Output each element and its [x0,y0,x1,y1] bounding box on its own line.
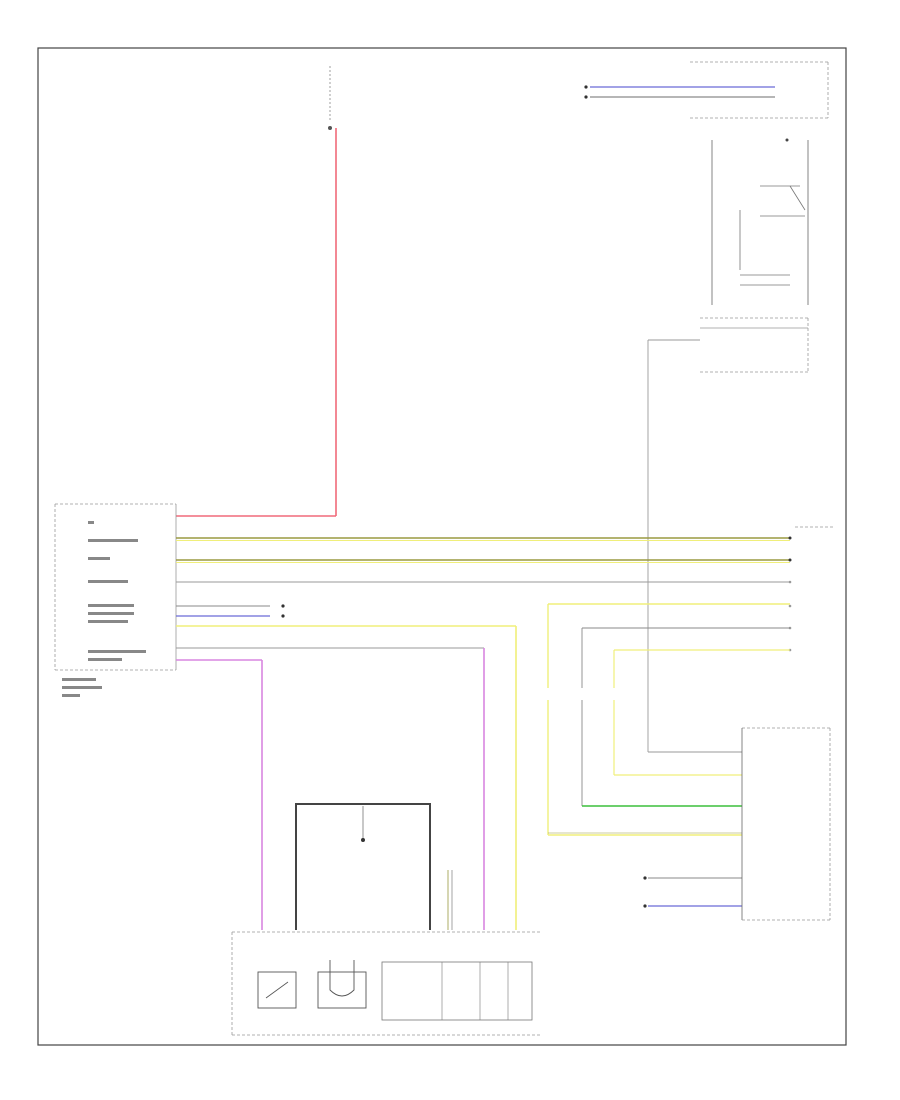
diagram-frame [37,47,847,1046]
bcm-pin-labels [62,521,146,697]
engine-control-module [741,727,831,921]
switch-icon [257,971,297,1009]
transmission-assembly [690,61,829,373]
shift-lever [231,803,540,1036]
power-feed [176,62,337,517]
solenoid-icon [317,971,367,1009]
splice-dot [328,126,332,130]
body-control-module [54,503,177,697]
bcm-bus-wires [176,537,790,930]
top-right-pair [584,85,775,99]
ecm-wires [542,603,790,908]
led-block [381,961,533,1021]
fuse-label-block [313,62,335,110]
right-connector [788,526,835,652]
